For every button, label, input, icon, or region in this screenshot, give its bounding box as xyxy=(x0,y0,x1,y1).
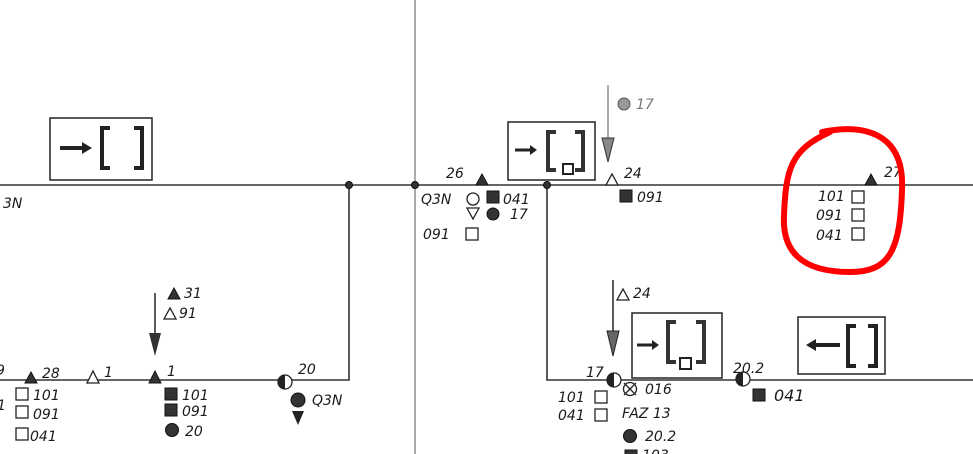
triangle-icon xyxy=(864,172,878,186)
label-101: 101 xyxy=(182,388,209,404)
label-q3n: Q3N xyxy=(312,393,343,409)
label-101: 101 xyxy=(818,189,845,205)
label-101: 101 xyxy=(33,388,60,404)
label-016: 016 xyxy=(645,382,672,398)
filled-square-icon xyxy=(164,387,178,401)
filled-square-icon xyxy=(486,190,500,204)
open-square-icon xyxy=(851,227,865,241)
triangle-icon xyxy=(604,172,620,186)
equipment-box-right xyxy=(797,316,886,375)
label-091: 091 xyxy=(637,190,664,206)
label-20-2: 20.2 xyxy=(645,429,676,445)
crossed-circle-icon xyxy=(622,381,638,397)
bottom-right-section: 24 17 101 041 016 FAZ 13 20.2 103 20.2 0… xyxy=(558,286,805,454)
bracket-icon xyxy=(100,126,144,170)
node-24: 17 24 091 xyxy=(604,97,664,206)
open-circle-icon xyxy=(466,192,480,206)
equipment-box-lower xyxy=(631,312,723,379)
edge-fragment: 9 xyxy=(0,363,5,379)
label-101: 101 xyxy=(558,390,585,406)
node-label: 26 xyxy=(446,166,464,182)
node-label-1: 1 xyxy=(104,365,113,381)
bottom-left-section: 28 101 091 041 1 31 91 1 101 091 20 20 Q… xyxy=(15,286,343,445)
triangle-icon xyxy=(148,369,162,384)
filled-circle-icon xyxy=(617,97,631,111)
node-label: 27 xyxy=(884,165,902,181)
label-091: 091 xyxy=(33,407,60,423)
right-branch-line xyxy=(546,185,973,381)
triangle-icon xyxy=(475,172,489,186)
red-annotation-circle xyxy=(780,126,906,276)
junction-node xyxy=(345,181,353,189)
label-faz-13: FAZ 13 xyxy=(622,406,671,422)
equipment-box-center xyxy=(507,121,596,181)
label-20: 20 xyxy=(185,424,203,440)
label-17: 17 xyxy=(510,207,528,223)
label-041: 041 xyxy=(558,408,585,424)
down-arrow-left xyxy=(149,293,161,356)
down-arrow-lower xyxy=(606,280,620,357)
label-041: 041 xyxy=(816,228,843,244)
label-041: 041 xyxy=(30,429,57,445)
filled-circle-icon xyxy=(486,207,500,221)
label-091: 091 xyxy=(423,227,450,243)
junction-node xyxy=(411,181,419,189)
label-041: 041 xyxy=(774,386,805,405)
label-q3n: Q3N xyxy=(421,192,452,208)
label-091: 091 xyxy=(816,208,843,224)
triangle-icon xyxy=(167,286,181,300)
open-square-icon xyxy=(15,387,29,401)
bracket-icon xyxy=(666,320,706,364)
label-103: 103 xyxy=(642,448,669,454)
open-triangle-icon xyxy=(615,287,631,301)
open-triangle-icon xyxy=(162,306,178,320)
line-label-3n: 3N xyxy=(3,196,23,212)
node-label-1: 1 xyxy=(167,364,176,380)
filled-circle-icon xyxy=(623,429,637,443)
open-triangle-icon xyxy=(85,369,101,384)
node-26: 26 Q3N 041 17 091 xyxy=(421,166,530,243)
filled-circle-icon xyxy=(290,392,306,408)
open-square-icon xyxy=(851,190,865,204)
open-square-icon xyxy=(15,405,29,419)
label-091: 091 xyxy=(182,404,209,420)
filled-square-icon xyxy=(164,403,178,417)
open-square-icon xyxy=(465,227,479,241)
junction-node xyxy=(543,181,551,189)
down-triangle-icon xyxy=(292,411,304,425)
open-square-icon xyxy=(594,408,608,422)
open-square-icon xyxy=(594,390,608,404)
node-label: 24 xyxy=(624,166,642,182)
filled-circle-icon xyxy=(165,423,179,437)
down-triangle-icon xyxy=(465,207,481,221)
node-label-17: 17 xyxy=(586,365,604,381)
triangle-icon xyxy=(24,370,38,384)
label-041: 041 xyxy=(503,192,530,208)
bracket-icon xyxy=(546,130,585,172)
filled-square-icon xyxy=(752,388,766,402)
label-31: 31 xyxy=(184,286,202,302)
filled-square-icon xyxy=(619,189,633,203)
node-label-20: 20 xyxy=(298,362,316,378)
down-arrow-top xyxy=(601,85,615,163)
label-24: 24 xyxy=(633,286,651,302)
edge-fragment: 1 xyxy=(0,398,6,414)
label-17: 17 xyxy=(636,97,654,113)
equipment-box-left xyxy=(49,117,153,181)
open-square-icon xyxy=(851,208,865,222)
node-label-28: 28 xyxy=(42,366,60,382)
left-branch-line xyxy=(0,185,350,381)
filled-square-icon xyxy=(624,449,638,454)
label-91: 91 xyxy=(179,306,197,322)
bracket-icon xyxy=(846,324,878,368)
open-square-icon xyxy=(15,427,29,441)
node-27: 27 101 091 041 xyxy=(816,165,902,244)
